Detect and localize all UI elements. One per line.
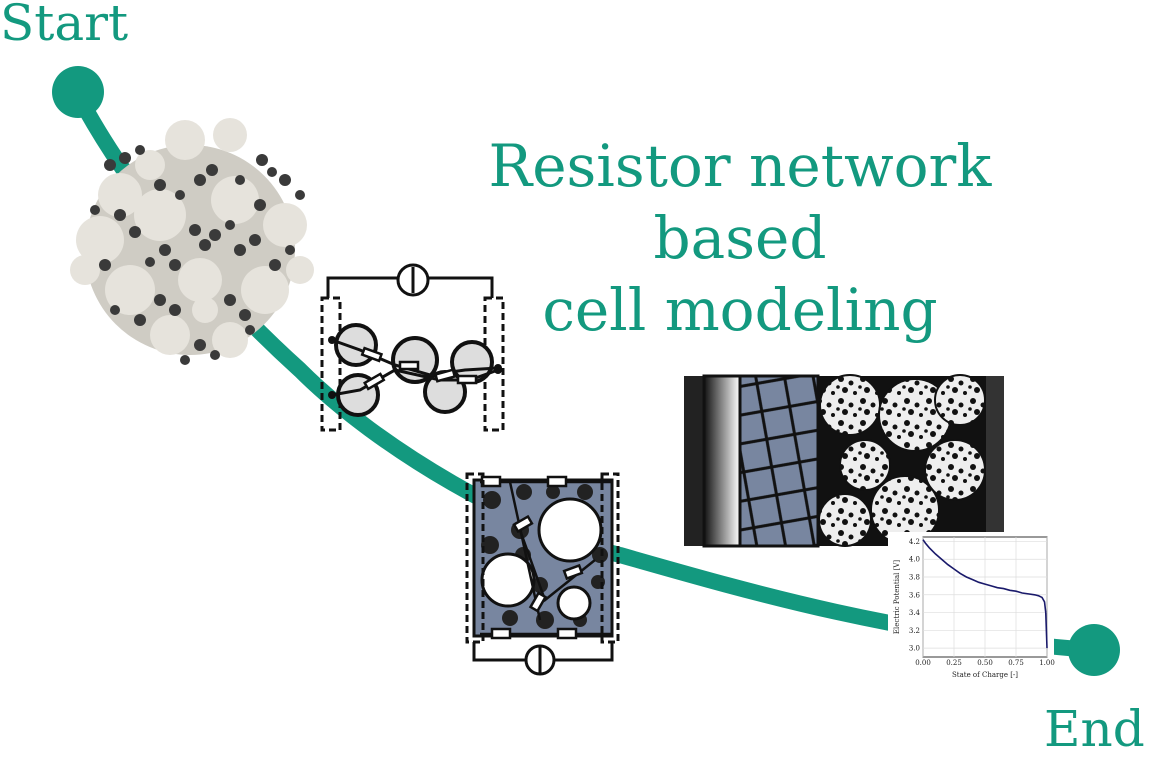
y-tick-label: 3.0 — [909, 645, 920, 653]
y-tick-label: 4.2 — [909, 538, 920, 546]
title-line-1: Resistor network based — [488, 132, 992, 272]
x-tick-label: 0.00 — [915, 659, 931, 667]
diagram-title: Resistor network based cell modeling — [410, 130, 1070, 346]
start-label: Start — [0, 0, 129, 52]
voltage-curve — [922, 539, 1048, 649]
y-axis-label: Electric Potential [V] — [893, 560, 901, 635]
y-tick-label: 3.6 — [909, 591, 921, 599]
y-tick-label: 4.0 — [909, 556, 920, 564]
plot-ticks: 0.00 0.25 0.50 0.75 1.00 3.0 3.2 3.4 3.6 3.8 4.0 4.… — [909, 538, 1055, 667]
resistor-network-bottom — [465, 472, 620, 676]
end-node — [1068, 624, 1120, 676]
y-tick-label: 3.4 — [909, 609, 921, 617]
x-tick-label: 0.75 — [1008, 659, 1024, 667]
cell-cross-section — [684, 374, 1004, 548]
x-tick-label: 1.00 — [1039, 659, 1055, 667]
x-axis-label: State of Charge [-] — [952, 671, 1018, 679]
plot-grid — [922, 537, 1048, 657]
y-tick-label: 3.8 — [909, 574, 920, 582]
x-tick-label: 0.50 — [977, 659, 993, 667]
resistor-network-top — [320, 263, 505, 432]
start-node — [52, 66, 104, 118]
y-tick-label: 3.2 — [909, 627, 920, 635]
x-tick-label: 0.25 — [946, 659, 962, 667]
end-label: End — [1044, 700, 1145, 758]
title-line-2: cell modeling — [542, 276, 938, 344]
particle-cluster — [70, 118, 314, 365]
voltage-chart: 0.00 0.25 0.50 0.75 1.00 3.0 3.2 3.4 3.6 3.8 4.0 4.… — [888, 532, 1055, 680]
